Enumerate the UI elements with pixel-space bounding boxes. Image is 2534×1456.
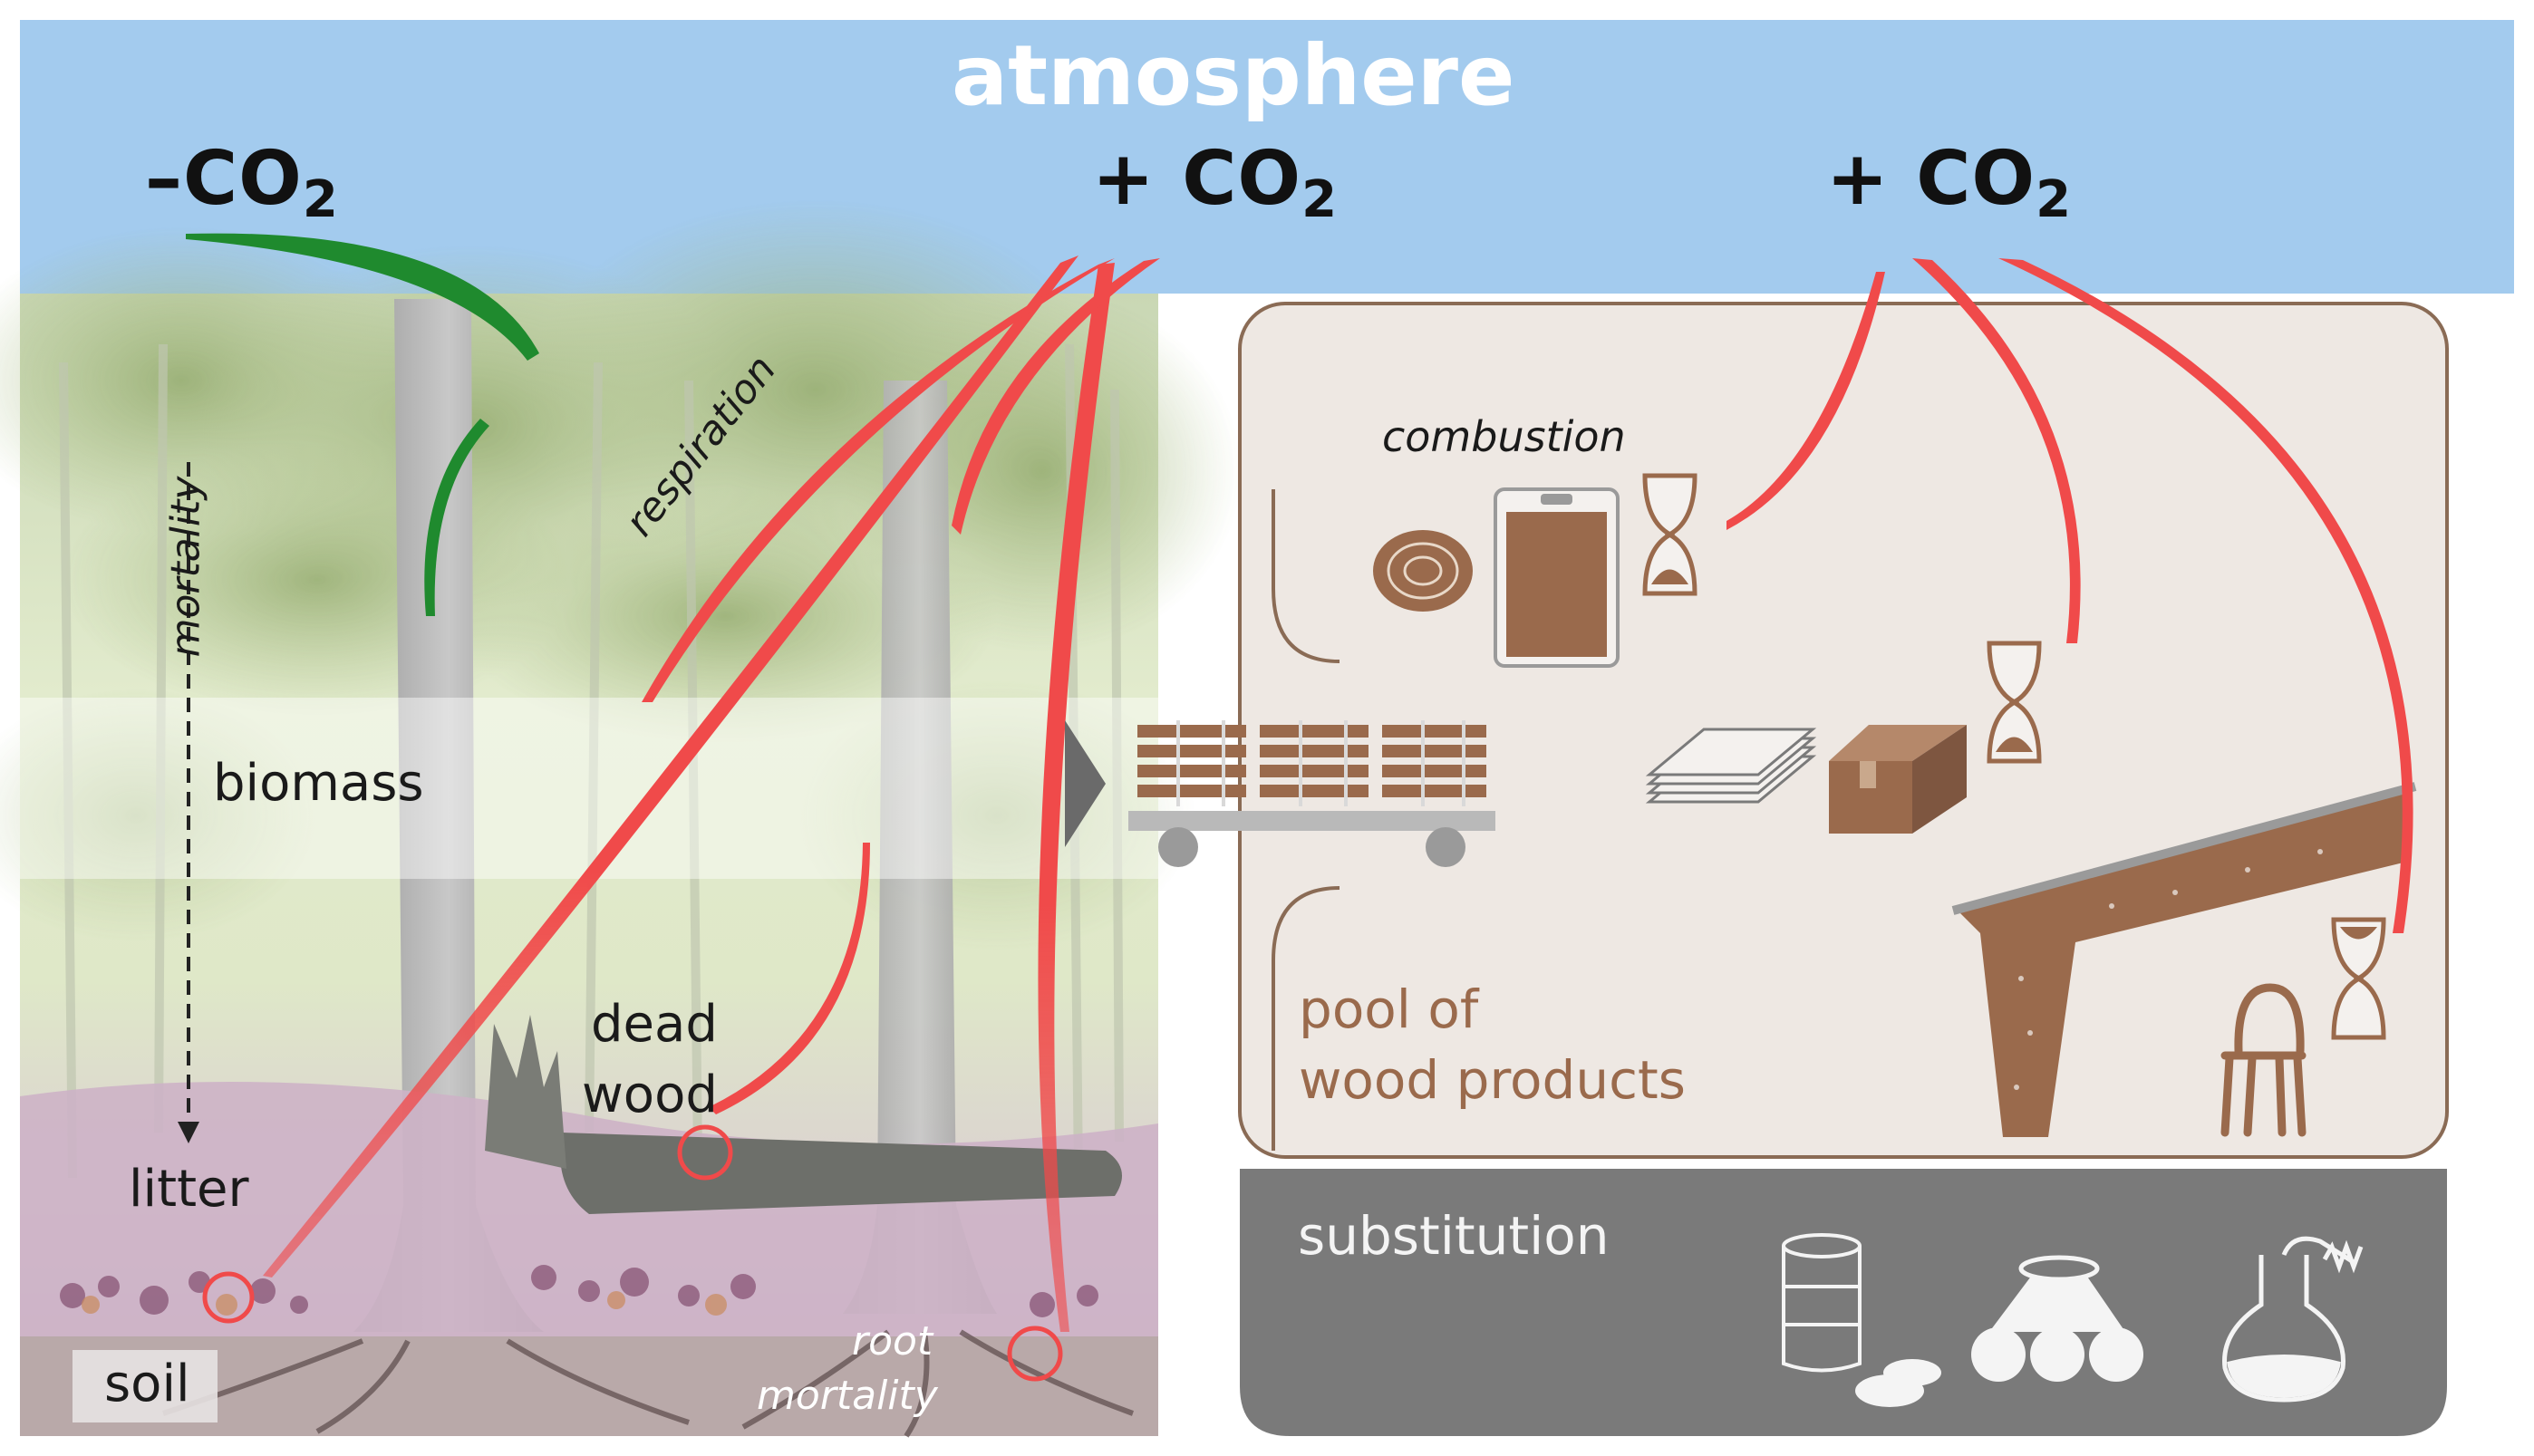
biomass-label: biomass <box>213 754 424 813</box>
harvest-arrow <box>1065 720 1106 847</box>
substitution-label: substitution <box>1298 1205 1610 1267</box>
co2-release-forest-subscript: 2 <box>1301 170 1339 229</box>
respiration-flux-deadwood <box>709 843 870 1114</box>
hourglass-icon-paper <box>1987 641 2042 764</box>
background-trunks <box>59 343 1124 1179</box>
co2-uptake-arc-bottom <box>424 419 489 616</box>
paper-stack-icon <box>1645 728 1817 804</box>
log-slice-icon <box>1373 530 1473 612</box>
hourglass-icon-combustion <box>1642 473 1697 596</box>
co2-uptake-arc-top <box>186 233 539 361</box>
deadwood-source-circle <box>677 1124 733 1181</box>
co2-uptake-text: –CO <box>145 136 303 222</box>
pool-label-line2: wood products <box>1299 1049 1686 1111</box>
timber-construction-icon <box>1951 782 2417 1137</box>
coal-briquettes-icon <box>1855 1359 1941 1407</box>
co2-uptake-label: –CO2 <box>145 136 339 229</box>
release-flux-paper <box>1912 258 2081 643</box>
co2-release-products-text: + CO <box>1826 136 2036 222</box>
litter-source-circle <box>202 1271 255 1324</box>
co2-release-forest-label: + CO2 <box>1092 136 1338 229</box>
litter-label: litter <box>129 1160 249 1219</box>
root-mortality-label-line1: root <box>852 1318 933 1364</box>
mortality-arrowhead <box>178 1122 199 1143</box>
respiration-flux-roots <box>1038 263 1115 1332</box>
cardboard-box-icon <box>1829 725 1967 834</box>
pool-label-line1: pool of <box>1299 979 1479 1040</box>
dead-wood-label-line2: wood <box>582 1065 718 1124</box>
root-mortality-label-line2: mortality <box>757 1373 938 1419</box>
chair-icon <box>2220 983 2307 1137</box>
timber-pallet-cart <box>1128 720 1495 867</box>
soil-label: soil <box>104 1355 190 1413</box>
release-flux-combustion <box>1726 272 1885 530</box>
tree-trunk-left <box>353 299 544 1332</box>
co2-uptake-subscript: 2 <box>302 170 339 229</box>
dead-wood-stump <box>485 1015 566 1169</box>
combustion-bracket <box>1272 489 1340 663</box>
biomass-band <box>20 698 1158 879</box>
hourglass-icon-construction <box>2331 917 2386 1040</box>
combustion-label: combustion <box>1382 412 1626 461</box>
chemistry-flask-icon <box>2222 1236 2364 1403</box>
dead-wood-log <box>560 1133 1122 1214</box>
litter-shrubs-orange <box>82 1291 727 1316</box>
pool-bracket <box>1272 886 1340 1151</box>
atmosphere-title: atmosphere <box>952 27 1515 124</box>
co2-release-products-label: + CO2 <box>1826 136 2072 229</box>
respiration-flux-litter <box>263 256 1078 1278</box>
soil-label-box <box>73 1350 218 1422</box>
mortality-label: mortality <box>162 476 209 658</box>
root-source-circle <box>1007 1326 1063 1382</box>
dead-wood-label-line1: dead <box>591 995 718 1054</box>
steel-pipes-icon <box>1971 1255 2143 1382</box>
co2-release-products-subscript: 2 <box>2036 170 2073 229</box>
wood-pellets-bag-icon <box>1494 487 1620 668</box>
oil-barrel-icon <box>1782 1233 1862 1373</box>
co2-release-forest-text: + CO <box>1092 136 1302 222</box>
substitution-panel <box>1240 1169 2447 1436</box>
tree-trunk-right <box>843 381 997 1314</box>
roots <box>162 1329 1135 1438</box>
